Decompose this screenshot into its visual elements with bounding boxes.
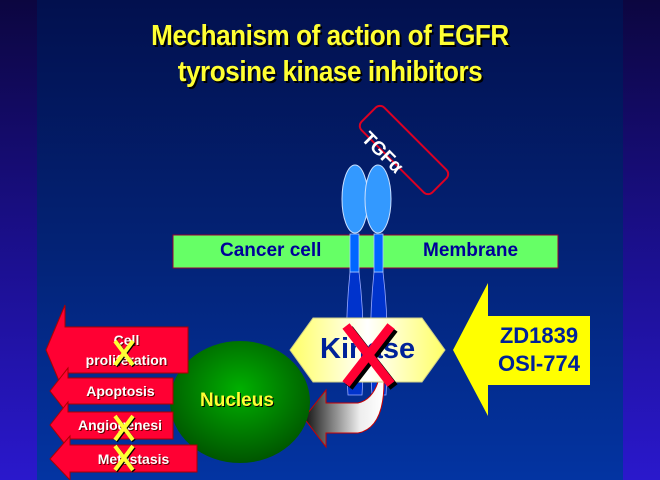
- transmembrane-left: [349, 233, 360, 273]
- tgf-alpha-ligand: [358, 104, 450, 196]
- inhibitor-line-1: ZD1839: [499, 323, 579, 348]
- outcome-line-1: Cell: [113, 332, 140, 348]
- inhibitor-line-2: OSI-774: [498, 351, 580, 376]
- receptor-domain-right: [364, 164, 392, 234]
- nucleus-label: Nucleus: [200, 390, 274, 411]
- title-line-1: Mechanism of action of EGFR: [151, 20, 509, 52]
- transmembrane-right: [373, 233, 384, 273]
- membrane-left-label: Cancer cell: [220, 240, 322, 261]
- outcome-line-2: proliferation: [85, 352, 168, 368]
- outcome-metastasis: Metastasis: [97, 451, 170, 467]
- outcome-cell-proliferation: Cell proliferation: [65, 330, 188, 370]
- nucleus: [170, 341, 310, 463]
- title-line-2: tyrosine kinase inhibitors: [177, 56, 483, 88]
- inhibitor-label: ZD1839 OSI-774: [488, 322, 590, 378]
- outcome-apoptosis: Apoptosis: [86, 383, 155, 399]
- inhibitor-arrow: [453, 283, 590, 416]
- membrane-bar: [172, 234, 559, 269]
- kinase-label: Kinase: [320, 333, 416, 365]
- outcome-angiogenesis: Angiogenesi: [77, 417, 162, 433]
- receptor-domain-left: [341, 164, 369, 234]
- membrane-right-label: Membrane: [423, 240, 519, 261]
